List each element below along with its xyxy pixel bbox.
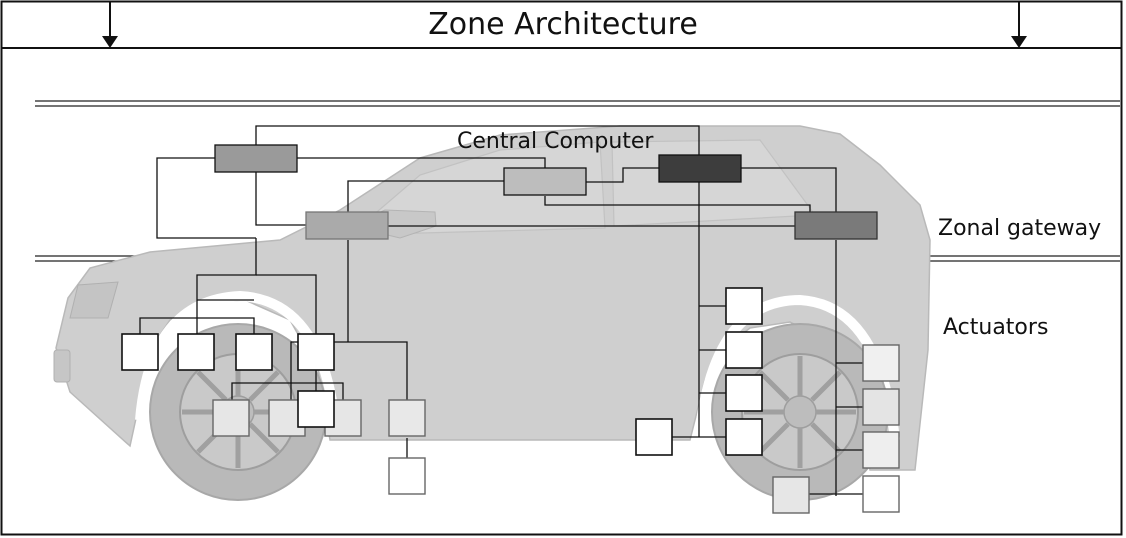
actuator-box	[862, 344, 900, 382]
actuator-box	[862, 431, 900, 469]
diagram-title: Zone Architecture	[428, 7, 698, 42]
actuator-box	[121, 333, 159, 371]
car-headlight	[69, 281, 119, 319]
actuator-box	[388, 399, 426, 437]
actuator-group-front	[121, 333, 335, 371]
zonal-gateway-front-upper	[214, 144, 298, 173]
actuator-group-rear	[772, 344, 900, 514]
zonal-gateway-front-lower	[305, 211, 389, 240]
actuator-box	[862, 388, 900, 426]
central-computer-box	[658, 154, 742, 183]
central-computer-label: Central Computer	[457, 129, 654, 154]
actuator-box	[725, 374, 763, 412]
zonal-gateway-rear	[794, 211, 878, 240]
actuator-box	[177, 333, 215, 371]
actuators-label: Actuators	[943, 315, 1048, 340]
layer-separator-top	[35, 100, 1120, 107]
actuator-box	[862, 475, 900, 513]
actuator-box	[725, 331, 763, 369]
actuator-box	[388, 457, 426, 495]
car-silhouette	[53, 125, 931, 501]
actuator-box	[772, 476, 810, 514]
arrow-down-icon	[102, 2, 118, 48]
actuator-box	[235, 333, 273, 371]
network-connections	[139, 125, 863, 496]
actuator-box	[635, 418, 673, 456]
actuator-box	[297, 333, 335, 371]
car-grille	[53, 349, 71, 383]
actuator-box	[725, 287, 763, 325]
zonal-gateway-mid	[503, 167, 587, 196]
arrow-down-icon	[1011, 2, 1027, 48]
actuator-box	[212, 399, 250, 437]
actuator-box	[725, 418, 763, 456]
zonal-gateway-label: Zonal gateway	[938, 216, 1101, 241]
actuator-box	[297, 390, 335, 428]
actuator-group-central	[635, 287, 763, 456]
